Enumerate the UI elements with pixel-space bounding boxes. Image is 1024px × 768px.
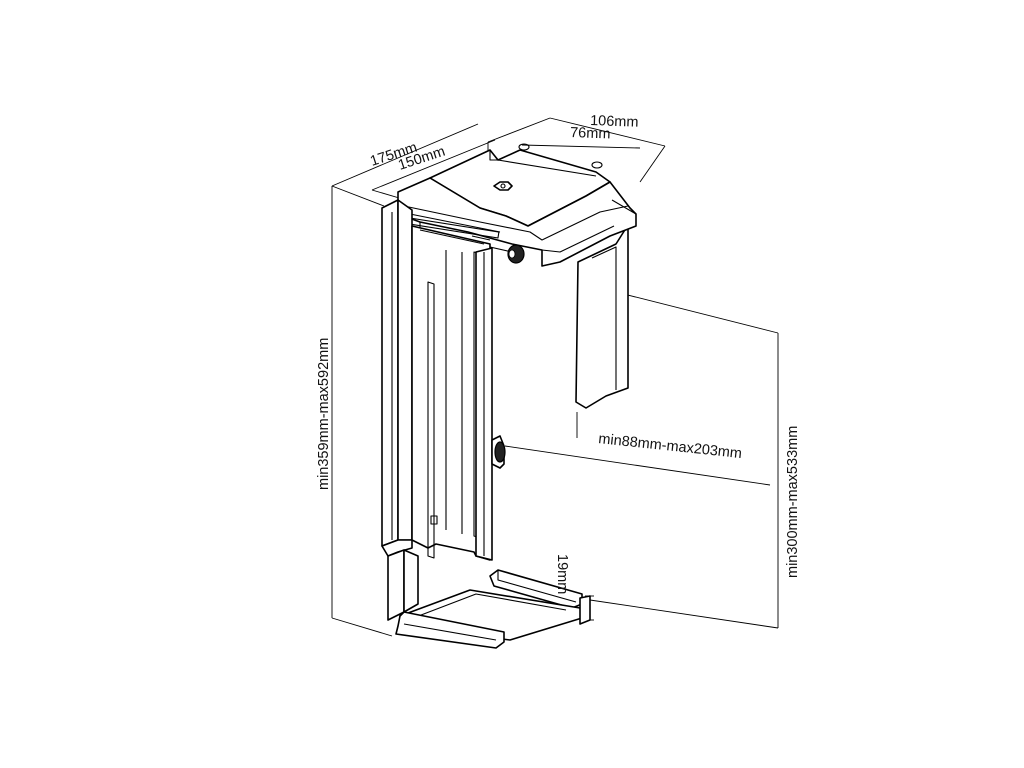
- label-top-width-inner: 76mm: [570, 125, 611, 142]
- base-tray: [395, 569, 591, 649]
- locking-knob-top: [507, 244, 525, 264]
- label-top-width-outer: 106mm: [590, 113, 639, 131]
- inner-sliding-column: [475, 247, 493, 561]
- label-inner-height-range: min300mm-max533mm: [785, 426, 801, 578]
- label-height-range: min359mm-max592mm: [316, 338, 332, 490]
- top-mounting-bracket: [397, 143, 637, 267]
- right-side-plate: [575, 224, 629, 409]
- label-width-range: min88mm-max203mm: [598, 431, 743, 462]
- label-base-lip: 19mm: [554, 554, 570, 594]
- left-upright-frame: [381, 199, 419, 621]
- locking-knob-side: [491, 435, 506, 469]
- dimension-lines: [331, 117, 779, 637]
